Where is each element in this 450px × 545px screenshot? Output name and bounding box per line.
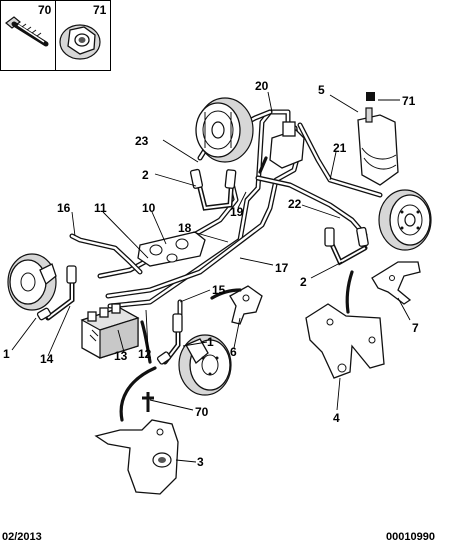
header-box-71: 71 [55, 0, 111, 71]
callout-1-left: 1 [3, 347, 10, 361]
callout-23: 23 [135, 134, 149, 148]
callout-70: 70 [195, 405, 209, 419]
header-label-71: 71 [93, 3, 107, 17]
callout-11: 11 [94, 201, 107, 215]
flange-nut-icon [59, 24, 101, 60]
callout-2-right: 2 [300, 275, 307, 289]
abs-hydraulic-unit [80, 303, 140, 359]
bolt-icon [5, 16, 49, 47]
callout-12: 12 [138, 347, 152, 361]
callout-5: 5 [318, 83, 325, 97]
header-label-70: 70 [38, 3, 52, 17]
bracket-7 [371, 261, 421, 305]
screw-70-icon [142, 392, 154, 412]
reference-arcs [119, 270, 354, 422]
callout-7: 7 [412, 321, 419, 335]
callout-4: 4 [333, 411, 340, 425]
callout-22: 22 [288, 197, 302, 211]
flex-hose-front-right [156, 313, 183, 365]
flex-hose-rear-left [189, 168, 237, 211]
callout-labels: 1 1 2 2 3 4 5 6 7 10 11 12 13 14 15 16 1… [3, 79, 419, 469]
callout-71: 71 [402, 94, 416, 108]
callout-2-left: 2 [142, 168, 149, 182]
callout-1-right: 1 [207, 335, 214, 349]
rear-left-brake-drum [195, 97, 254, 163]
callout-13: 13 [114, 349, 128, 363]
reservoir-bracket [357, 92, 399, 186]
footer-date: 02/2013 [2, 531, 42, 543]
junction-block [137, 231, 206, 267]
callout-20: 20 [255, 79, 269, 93]
flex-hose-rear-right [324, 226, 369, 266]
rear-right-brake-drum [378, 189, 432, 251]
bracket-3 [94, 419, 179, 495]
leader-lines [11, 91, 411, 463]
callout-3: 3 [197, 455, 204, 469]
callout-21: 21 [333, 141, 347, 155]
bracket-6 [229, 285, 263, 325]
front-left-brake-disc [7, 253, 57, 311]
callout-15: 15 [212, 283, 226, 297]
callout-19: 19 [230, 205, 244, 219]
header-box-70: 70 [0, 0, 56, 71]
footer-reference: 00010990 [386, 531, 435, 543]
flex-hose-front-left [36, 265, 77, 321]
callout-17: 17 [275, 261, 289, 275]
callout-18: 18 [178, 221, 192, 235]
callout-6: 6 [230, 345, 237, 359]
callout-10: 10 [142, 201, 156, 215]
bracket-4 [305, 303, 385, 379]
front-right-brake-disc [178, 334, 232, 396]
brake-limiter [258, 121, 305, 174]
callout-14: 14 [40, 352, 54, 366]
callout-16: 16 [57, 201, 71, 215]
